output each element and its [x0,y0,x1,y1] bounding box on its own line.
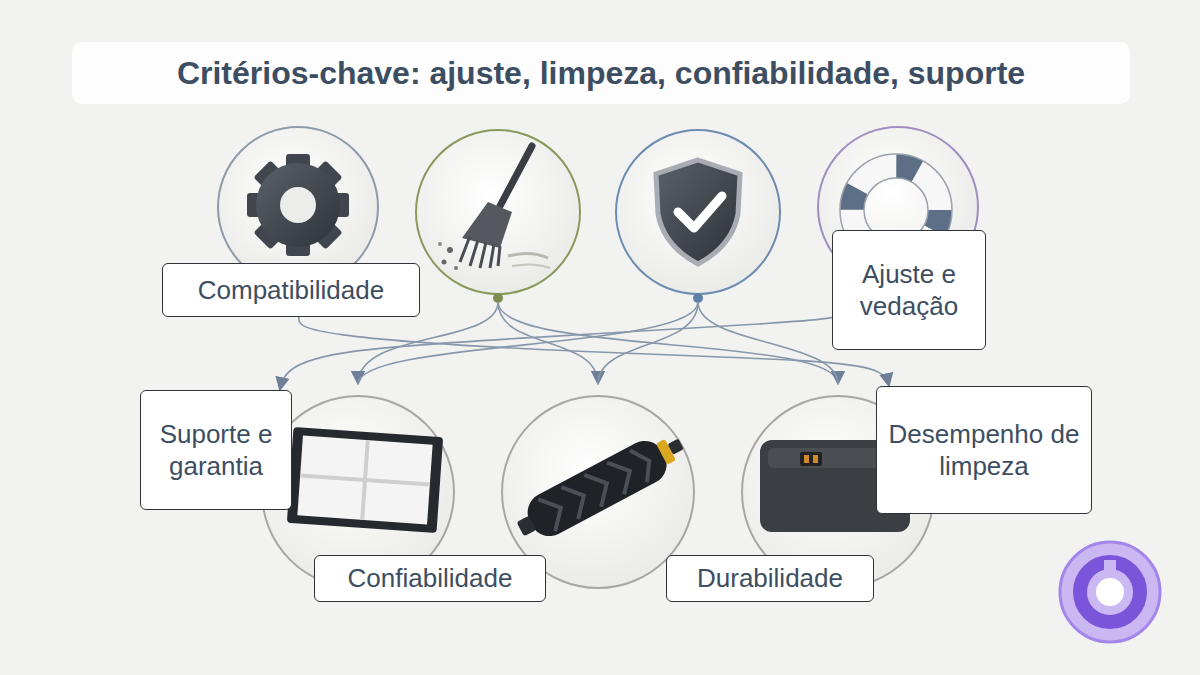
icon-circle [416,130,580,294]
label-text: Ajuste e vedação [842,258,976,323]
label-box: Compatibilidade [162,263,420,317]
icon-circle [616,130,780,294]
label-box: Ajuste e vedação [832,230,986,350]
gear-icon [247,154,349,256]
junction-dot [493,293,503,303]
label-box: Desempenho de limpeza [876,386,1092,514]
label-text: Durabilidade [697,562,843,595]
broom-icon [438,146,550,270]
label-box: Suporte e garantia [140,390,292,510]
label-text: Compatibilidade [198,274,384,307]
connector [280,318,832,390]
brush-roll-image [510,424,691,548]
diagram-title: Critérios-chave: ajuste, limpeza, confia… [177,55,1025,92]
connector [299,317,889,386]
label-text: Desempenho de limpeza [886,418,1082,483]
label-text: Suporte e garantia [150,418,282,483]
label-box: Confiabilidade [314,555,546,602]
label-text: Confiabilidade [348,562,513,595]
label-box: Durabilidade [666,555,874,602]
title-panel: Critérios-chave: ajuste, limpeza, confia… [72,42,1130,104]
junction-dot [693,293,703,303]
shield-icon [656,160,740,264]
filter-image [287,427,443,533]
logo [1060,542,1160,642]
